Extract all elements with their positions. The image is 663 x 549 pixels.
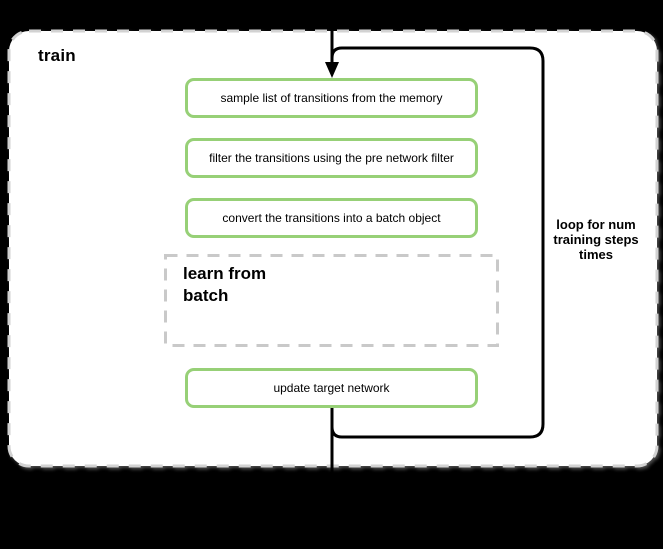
step-box-update-target-network: update target network: [185, 368, 478, 408]
step-box-sample-transitions: sample list of transitions from the memo…: [185, 78, 478, 118]
step-label: sample list of transitions from the memo…: [220, 91, 443, 105]
step-label: filter the transitions using the pre net…: [209, 151, 454, 165]
loop-bracket-path: [330, 46, 545, 439]
arrowhead-down-icon: [325, 62, 339, 78]
container-label-train: train: [38, 46, 76, 65]
group-box-label: learn from batch: [183, 264, 267, 305]
step-box-filter-transitions: filter the transitions using the pre net…: [185, 138, 478, 178]
group-box-learn-from-batch: [164, 254, 499, 347]
step-label: update target network: [273, 381, 390, 395]
step-box-convert-to-batch: convert the transitions into a batch obj…: [185, 198, 478, 238]
loop-annotation: loop for num training steps times: [553, 217, 639, 262]
step-label: convert the transitions into a batch obj…: [222, 211, 441, 225]
